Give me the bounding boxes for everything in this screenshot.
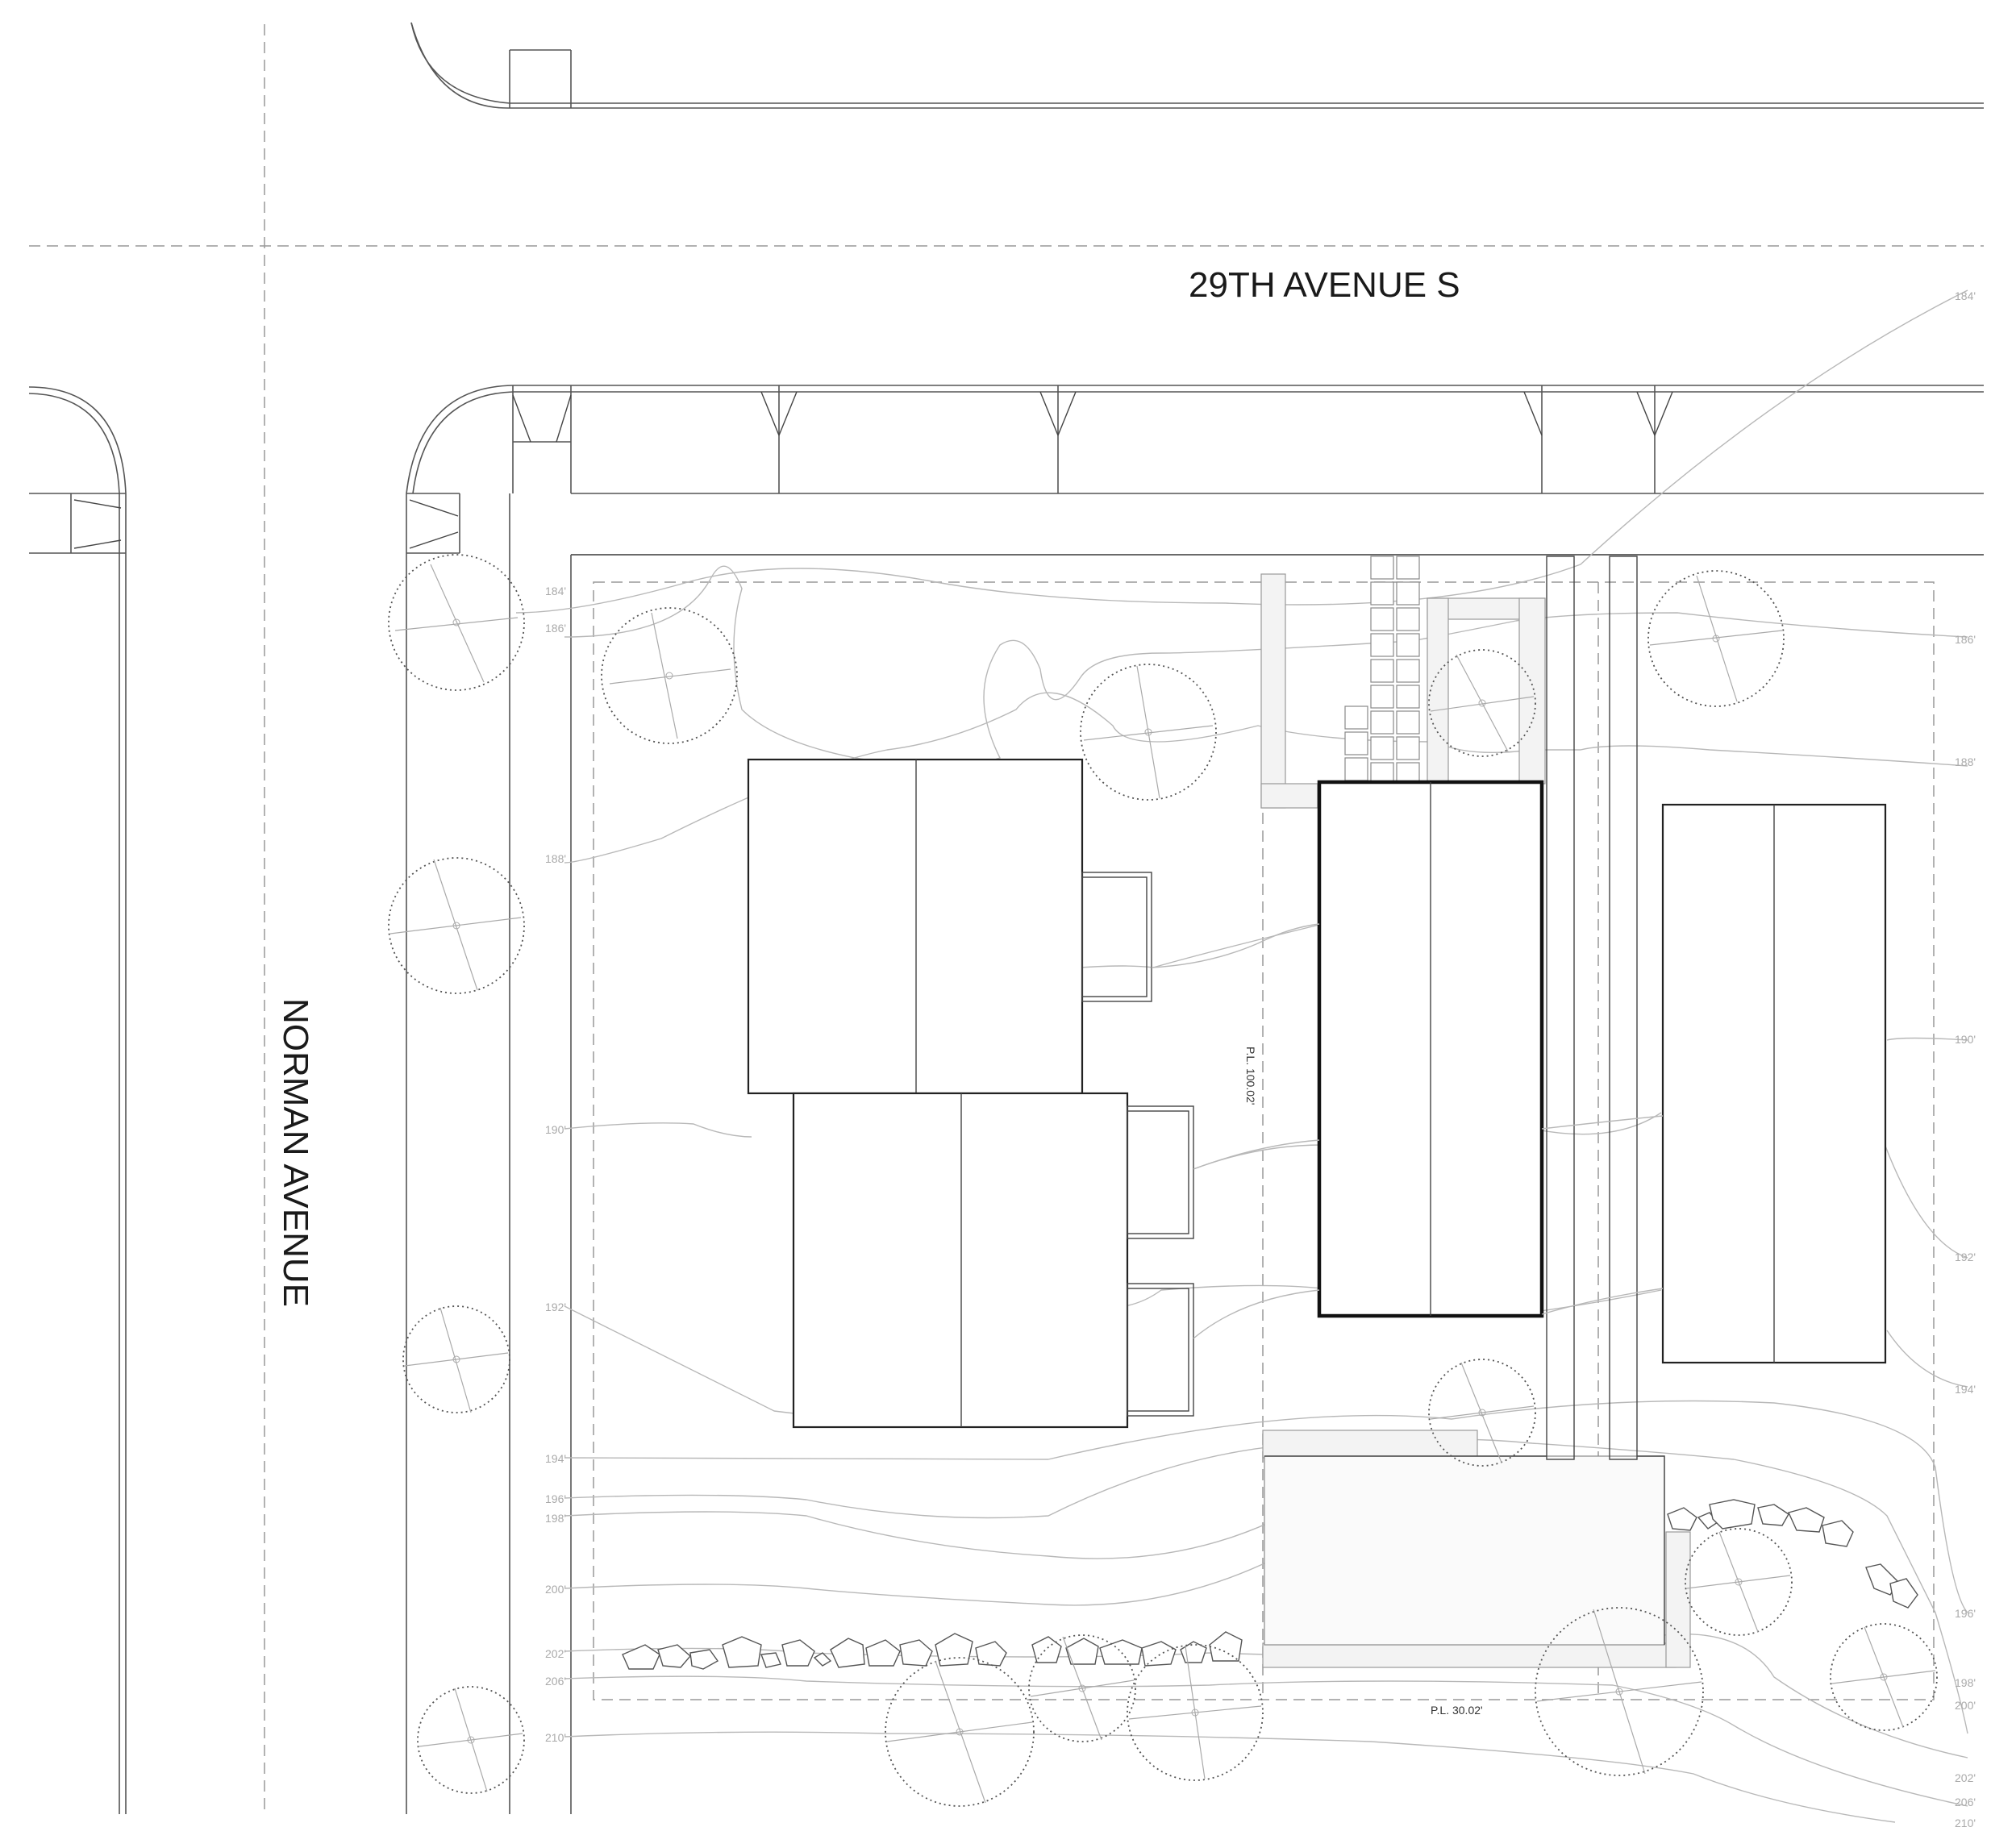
hardscape	[1260, 556, 1691, 1668]
contour-label: 192'	[1955, 1251, 1976, 1263]
tree	[885, 1657, 1035, 1807]
contour-lines	[515, 289, 1968, 1823]
contour-label: 196'	[545, 1492, 566, 1505]
contour-label: 184'	[1955, 289, 1976, 302]
contour-label: 198'	[545, 1512, 566, 1525]
street-label-west: NORMAN AVENUE	[276, 998, 315, 1307]
contour-label: 194'	[545, 1452, 566, 1465]
contour-label: 198'	[1955, 1676, 1976, 1689]
contour-labels-left: 184' 186' 188' 190' 192' 194' 196' 198' …	[545, 585, 566, 1744]
contour-label: 210'	[545, 1731, 566, 1744]
tree	[1127, 1644, 1264, 1781]
property-line-label-vertical: P.L. 100.02'	[1244, 1047, 1257, 1105]
contour-label: 200'	[545, 1583, 566, 1596]
buildings	[747, 758, 1887, 1429]
contour-label: 186'	[545, 622, 566, 635]
contour-label: 202'	[545, 1647, 566, 1660]
stepping-pavers	[1344, 556, 1420, 786]
tree	[1028, 1634, 1136, 1742]
tree	[1428, 1359, 1536, 1467]
trees	[388, 554, 1938, 1807]
tree	[601, 607, 738, 744]
tree	[417, 1686, 525, 1794]
tree	[1685, 1528, 1793, 1636]
contour-labels-right: 184' 186' 188' 190' 192' 194' 196' 198' …	[1955, 289, 1976, 1829]
contour-label: 206'	[545, 1675, 566, 1688]
street-centerlines	[29, 24, 1984, 1814]
contour-label: 196'	[1955, 1607, 1976, 1620]
tree	[1647, 570, 1785, 707]
building-east	[1661, 803, 1887, 1364]
tree	[1830, 1623, 1938, 1731]
contour-label: 192'	[545, 1301, 566, 1313]
contour-connectors	[1151, 923, 1664, 1339]
building-west-upper	[747, 758, 1152, 1095]
road-edges	[28, 22, 1984, 1814]
contour-label: 206'	[1955, 1796, 1976, 1808]
tree	[1428, 649, 1536, 757]
contour-label: 190'	[545, 1123, 566, 1136]
contour-label: 186'	[1955, 633, 1976, 646]
contour-label: 188'	[1955, 755, 1976, 768]
building-center	[1317, 780, 1544, 1318]
tree	[1535, 1607, 1704, 1776]
contour-label: 184'	[545, 585, 566, 597]
property-line-label-horizontal: P.L. 30.02'	[1431, 1704, 1483, 1717]
contour-label: 194'	[1955, 1383, 1976, 1396]
tree	[388, 857, 525, 994]
contour-label: 190'	[1955, 1033, 1976, 1046]
rocks	[622, 1499, 1918, 1670]
contour-label: 202'	[1955, 1771, 1976, 1784]
street-label-north: 29TH AVENUE S	[1189, 265, 1460, 305]
building-west-lower	[792, 1092, 1194, 1429]
tree	[1080, 664, 1217, 801]
contour-label: 200'	[1955, 1699, 1976, 1712]
tree	[402, 1305, 510, 1413]
tree	[388, 554, 525, 691]
contour-label: 210'	[1955, 1817, 1976, 1829]
contour-label: 188'	[545, 852, 566, 865]
